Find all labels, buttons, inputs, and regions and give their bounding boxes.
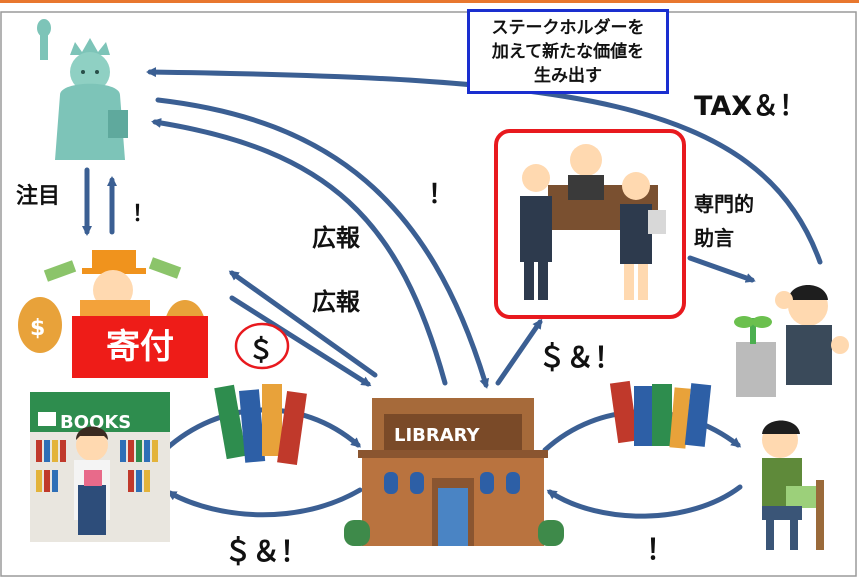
arrow-statue-library-1: [155, 97, 490, 389]
arrow-library-statue: [151, 118, 448, 386]
arrow-tax: [146, 67, 823, 265]
senmon-label-1: 専門的: [694, 192, 754, 216]
svg-text:$: $: [30, 316, 45, 341]
books-stack-icon-right: [609, 380, 712, 449]
statue-exclaim-label: ！: [132, 202, 155, 227]
arrow-library-donor: [228, 270, 378, 378]
businessman-seedling-icon: [734, 285, 849, 397]
bottom-right-exclaim-label: ！: [646, 533, 675, 566]
donation-box: [72, 316, 208, 378]
center-exclaim-label: ！: [428, 180, 455, 210]
koho-label-2: 広報: [312, 288, 360, 316]
senmon-label-2: 助言: [694, 226, 734, 250]
reader-icon: [762, 420, 824, 550]
money-exclaim-right-label: ＄＆！: [538, 341, 623, 374]
library-building-icon: LIBRARY: [344, 398, 564, 546]
dollar-label: ＄: [248, 336, 275, 366]
library-sign-text: LIBRARY: [394, 425, 481, 446]
books-sign-text: BOOKS: [60, 412, 131, 433]
callout-line-3: 生み出す: [534, 66, 602, 86]
arrow-reader-library: [546, 484, 743, 519]
statue-of-liberty-icon: [37, 19, 128, 160]
books-stack-icon-left: [214, 384, 307, 466]
arrow-library-lawyers: [495, 318, 543, 386]
bookstore-icon: BOOKS: [30, 392, 170, 542]
arrow-donor-library: [229, 295, 372, 387]
rich-donor-icon: $: [18, 250, 205, 353]
tax-label: TAX＆！: [694, 91, 807, 122]
dollar-circle: [234, 322, 290, 370]
accent-bar: [0, 0, 859, 3]
callout-new-value: ステークホルダーを 加えて新たな価値を 生み出す: [467, 9, 669, 94]
arrow-library-store: [166, 487, 363, 518]
callout-line-2: 加えて新たな価値を: [491, 42, 645, 62]
diagram-border: [0, 11, 857, 577]
attention-label: 注目: [16, 184, 61, 209]
koho-label-1: 広報: [312, 224, 360, 252]
callout-line-1: ステークホルダーを: [491, 18, 645, 38]
lawyers-group-icon: [520, 144, 666, 300]
donation-label: 寄付: [106, 327, 174, 367]
money-exclaim-bottom-label: ＄＆！: [224, 535, 309, 568]
arrow-lawyers-business: [687, 255, 756, 283]
